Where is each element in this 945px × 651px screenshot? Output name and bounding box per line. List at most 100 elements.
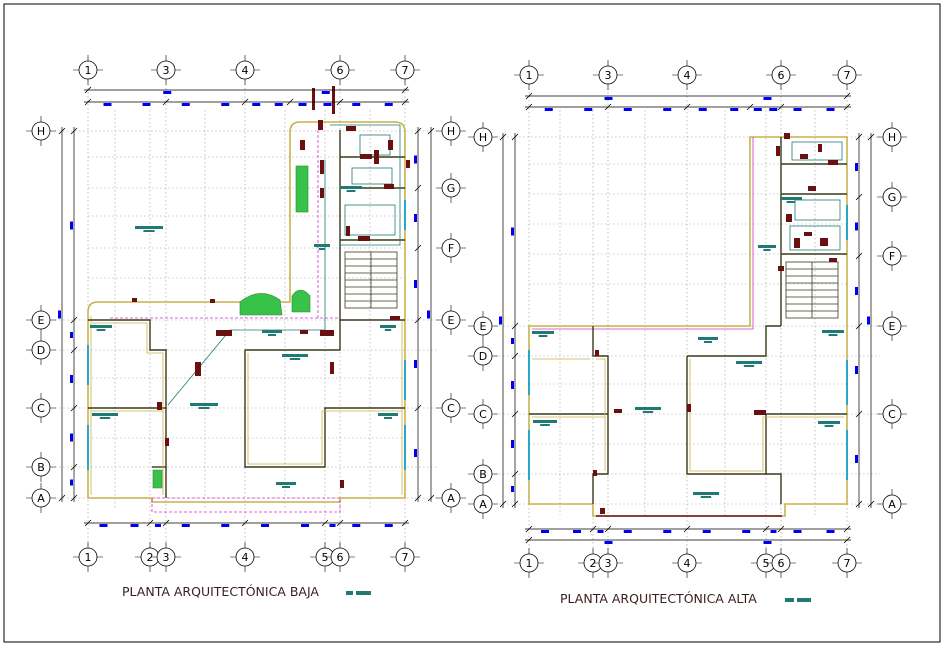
dimension-tick xyxy=(499,500,507,508)
grid-axis-label: F xyxy=(889,250,895,263)
room-label-marker xyxy=(262,330,282,333)
grid-row-bubble: B xyxy=(468,459,498,489)
grid-axis-label: 6 xyxy=(778,69,785,82)
grid-axis-label: 5 xyxy=(763,557,770,570)
dimension-value-marker xyxy=(584,108,593,111)
bubble-circle xyxy=(31,121,51,141)
room-label-marker xyxy=(378,413,398,416)
dimension-value-marker xyxy=(826,530,835,533)
dimension-value-marker xyxy=(623,108,632,111)
dimension-value-marker xyxy=(261,524,269,527)
room-label-marker xyxy=(99,417,111,419)
door-marker xyxy=(195,362,201,376)
dimension-tick xyxy=(84,519,92,527)
grid-row-bubble: E xyxy=(26,305,56,335)
wall-highlights xyxy=(92,322,402,495)
grid-axis-label: E xyxy=(889,320,896,333)
grid-axis-label: A xyxy=(888,498,896,511)
bubble-circle xyxy=(519,65,539,85)
grid-row-bubble: E xyxy=(436,305,466,335)
dimension-tick xyxy=(855,133,863,141)
door-marker xyxy=(330,362,334,374)
vertical-dimension xyxy=(70,127,78,502)
dimension-value-marker xyxy=(155,524,161,527)
dimension-value-marker xyxy=(855,287,858,295)
dimension-value-marker xyxy=(770,530,777,533)
grid-column-bubble: 4 xyxy=(230,542,260,572)
door-marker xyxy=(829,258,837,262)
door-marker xyxy=(346,126,356,131)
dimension-value-marker xyxy=(274,103,283,106)
grid-axis-label: 4 xyxy=(242,64,249,77)
dimension-value-marker xyxy=(702,530,711,533)
door-marker xyxy=(132,298,137,302)
door-marker xyxy=(320,160,324,174)
grid-axis-label: A xyxy=(479,498,487,511)
door-marker xyxy=(320,188,324,198)
vertical-dimension xyxy=(414,127,422,502)
dimension-tick xyxy=(84,98,92,106)
dimension-tick xyxy=(511,500,519,508)
bubble-circle xyxy=(441,488,461,508)
dimension-tick xyxy=(162,98,170,106)
bubble-circle xyxy=(395,60,415,80)
grid-column-bubble: 4 xyxy=(672,60,702,90)
planters xyxy=(152,165,311,489)
room-label-marker xyxy=(90,325,112,328)
dimension-value-marker xyxy=(427,310,430,319)
dimension-tick xyxy=(162,519,170,527)
dimension-tick xyxy=(777,103,785,111)
dimension-value-marker xyxy=(181,524,190,527)
grid-row-bubble: G xyxy=(877,182,907,212)
room-label-marker xyxy=(289,358,301,360)
room-label-marker xyxy=(340,186,362,189)
grid-axis-label: 2 xyxy=(147,551,154,564)
dimension-tick xyxy=(414,494,422,502)
bubble-circle xyxy=(882,494,902,514)
room-label-marker xyxy=(743,365,755,367)
vertical-dimension xyxy=(58,127,66,502)
room-label-marker xyxy=(786,201,796,203)
grid-column-bubble: 4 xyxy=(230,55,260,85)
dimension-tick xyxy=(336,519,344,527)
stairs xyxy=(785,261,839,319)
door-marker xyxy=(406,160,410,168)
fixtures xyxy=(167,124,401,406)
bubble-circle xyxy=(473,494,493,514)
grid-axis-label: G xyxy=(888,191,897,204)
room-label-marker xyxy=(276,482,296,485)
dimension-value-marker xyxy=(763,97,772,100)
dimension-value-marker xyxy=(793,530,802,533)
bubble-circle xyxy=(677,65,697,85)
grid-axis-label: H xyxy=(479,131,487,144)
grid-axis-label: H xyxy=(888,131,896,144)
grid-row-bubble: E xyxy=(468,311,498,341)
dimension-value-marker xyxy=(604,541,613,544)
dimension-value-marker xyxy=(414,214,417,222)
bubble-circle xyxy=(837,65,857,85)
dimension-value-marker xyxy=(511,440,514,448)
dimension-value-marker xyxy=(352,524,361,527)
grid-axis-label: 6 xyxy=(778,557,785,570)
door-marker xyxy=(390,316,400,320)
dimension-value-marker xyxy=(384,103,393,106)
grid-row-bubble: H xyxy=(877,122,907,152)
dimension-value-marker xyxy=(604,97,613,100)
grid-row-bubble: A xyxy=(877,489,907,519)
dimension-tick xyxy=(525,103,533,111)
door-marker xyxy=(216,330,232,336)
grid-axis-label: H xyxy=(447,125,455,138)
grid-row-bubble: C xyxy=(436,393,466,423)
door-marker xyxy=(794,238,800,248)
room-label-marker xyxy=(318,248,326,250)
dimension-value-marker xyxy=(793,108,802,111)
bubble-circle xyxy=(31,457,51,477)
stairs xyxy=(344,251,398,309)
door-marker xyxy=(804,232,812,236)
room-label-marker xyxy=(135,226,163,229)
grid-axis-label: 3 xyxy=(163,64,170,77)
dimension-value-marker xyxy=(663,108,672,111)
room-label-marker xyxy=(824,425,834,427)
door-marker xyxy=(786,214,792,222)
